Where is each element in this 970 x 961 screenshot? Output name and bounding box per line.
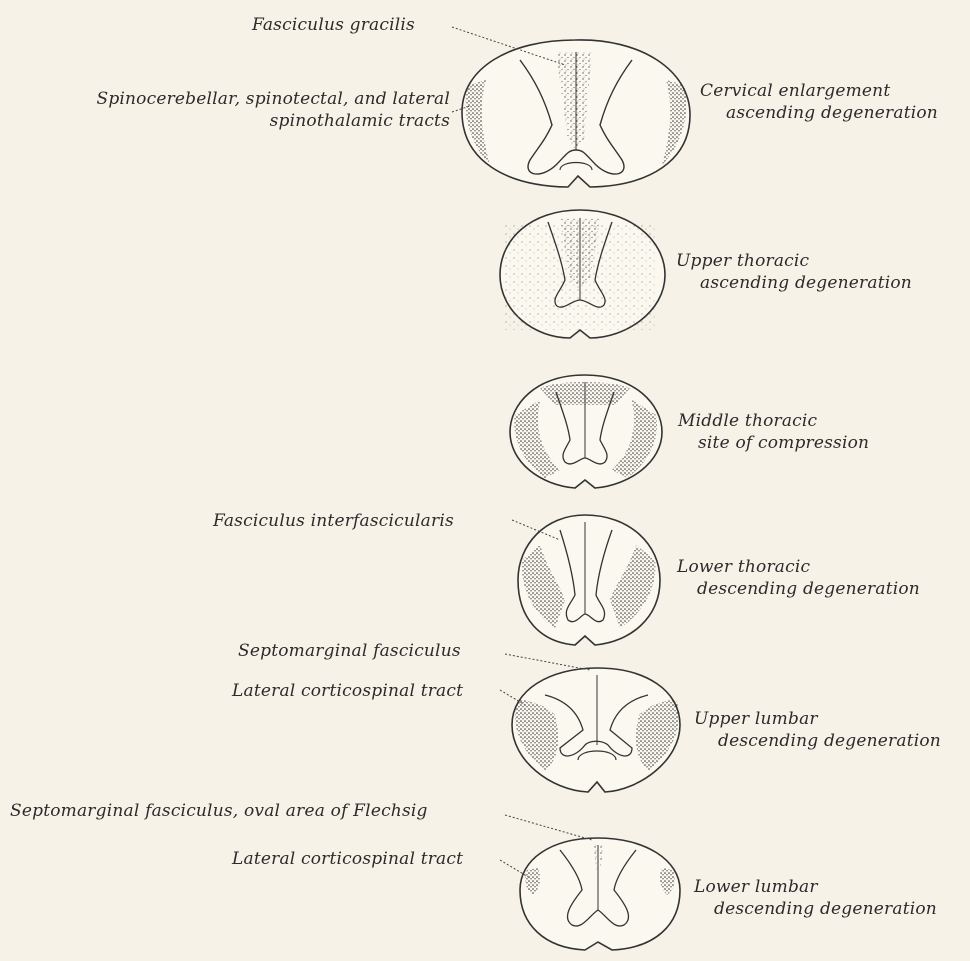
label-upper-thoracic-line1: Upper thoracic <box>676 250 912 272</box>
label-middle-thoracic-line2: site of compression <box>678 432 869 454</box>
label-cervical-line1: Cervical enlargement <box>700 80 938 102</box>
label-middle-thoracic: Middle thoracic site of compression <box>678 410 869 454</box>
section-cervical <box>462 40 690 187</box>
section-middle-thoracic <box>510 375 662 488</box>
section-lower-lumbar <box>520 838 680 950</box>
label-cervical: Cervical enlargement ascending degenerat… <box>700 80 938 124</box>
callout-lateral-corticospinal-upper: Lateral corticospinal tract <box>232 680 463 702</box>
callout-fasciculus-gracilis: Fasciculus gracilis <box>252 14 415 36</box>
callout-fasciculus-interfascicularis: Fasciculus interfascicularis <box>213 510 454 532</box>
callout-septomarginal-fasciculus: Septomarginal fasciculus <box>238 640 461 662</box>
callout-spinocerebellar-line1: Spinocerebellar, spinotectal, and latera… <box>30 88 450 110</box>
label-lower-thoracic: Lower thoracic descending degeneration <box>677 556 920 600</box>
label-upper-lumbar: Upper lumbar descending degeneration <box>694 708 941 752</box>
callout-septomarginal-oval: Septomarginal fasciculus, oval area of F… <box>10 800 428 822</box>
callout-spinocerebellar-line2: spinothalamic tracts <box>30 110 450 132</box>
label-lower-thoracic-line1: Lower thoracic <box>677 556 920 578</box>
leader-septomarginal <box>505 654 590 670</box>
label-lower-lumbar-line2: descending degeneration <box>694 898 937 920</box>
label-upper-lumbar-line2: descending degeneration <box>694 730 941 752</box>
label-lower-lumbar: Lower lumbar descending degeneration <box>694 876 937 920</box>
label-lower-lumbar-line1: Lower lumbar <box>694 876 937 898</box>
section-upper-thoracic <box>500 210 665 338</box>
leader-septomarginal-oval <box>505 815 592 840</box>
callout-spinocerebellar: Spinocerebellar, spinotectal, and latera… <box>30 88 450 132</box>
label-cervical-line2: ascending degeneration <box>700 102 938 124</box>
label-lower-thoracic-line2: descending degeneration <box>677 578 920 600</box>
label-upper-lumbar-line1: Upper lumbar <box>694 708 941 730</box>
label-middle-thoracic-line1: Middle thoracic <box>678 410 869 432</box>
label-upper-thoracic: Upper thoracic ascending degeneration <box>676 250 912 294</box>
section-upper-lumbar <box>512 668 680 792</box>
section-lower-thoracic <box>518 515 660 645</box>
callout-lateral-corticospinal-lower: Lateral corticospinal tract <box>232 848 463 870</box>
label-upper-thoracic-line2: ascending degeneration <box>676 272 912 294</box>
